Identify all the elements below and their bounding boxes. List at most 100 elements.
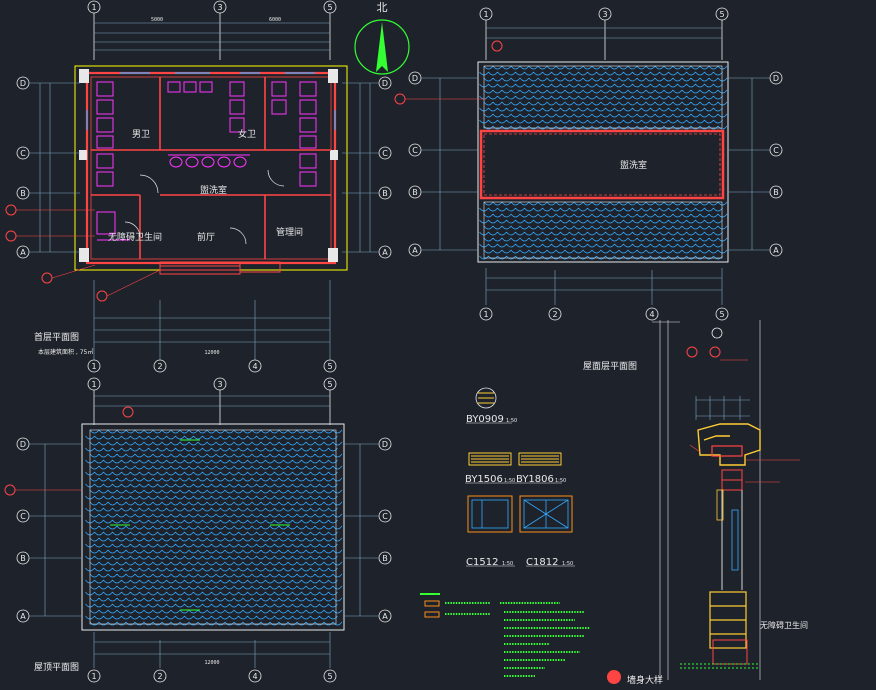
axis-C-right: C xyxy=(382,149,388,158)
grid-bubbles-left xyxy=(16,76,392,259)
dim-total-roof: 12000 xyxy=(204,660,219,666)
roof-axis-A-r: A xyxy=(382,612,388,621)
window-lines xyxy=(86,72,336,130)
ground-plan-note: 本层建筑面积 , 75㎡ xyxy=(38,348,93,356)
room-label-hall: 前厅 xyxy=(197,231,215,242)
roof-axis-5: 5 xyxy=(327,380,332,389)
win-by0909-scale: 1:50 xyxy=(506,418,517,424)
axis-D-right: D xyxy=(382,79,388,88)
wall-section: 墙身大样 无障碍卫生间 xyxy=(607,320,808,685)
roof-axis-B-r: B xyxy=(382,554,388,563)
win-c1512: C1512 xyxy=(466,557,498,568)
axis-A-right: A xyxy=(382,248,388,257)
win-by1806-scale: 1:50 xyxy=(555,478,566,484)
skylight-frame xyxy=(479,129,725,200)
room-label-accessible: 无障碍卫生间 xyxy=(108,231,162,242)
roof-axis-1: 1 xyxy=(91,380,96,389)
axis-3-top: 3 xyxy=(217,3,222,12)
win-by1506-scale: 1:50 xyxy=(504,478,515,484)
partitions xyxy=(91,77,331,259)
axis-B-left: B xyxy=(20,189,26,198)
dim-lines-bottom xyxy=(93,280,331,360)
sky-axis-B-r: B xyxy=(773,188,779,197)
roof-axis-D-l: D xyxy=(20,440,26,449)
wash-basins xyxy=(168,154,250,168)
notes-legend xyxy=(420,593,590,677)
sky-axis-3: 3 xyxy=(602,10,607,19)
grid-bubbles-top xyxy=(87,0,337,60)
skylight-room-label: 盥洗室 xyxy=(620,159,647,170)
roof-plan: 1 3 5 D C B A D C B A xyxy=(4,377,392,683)
win-c1812-scale: 1:50 xyxy=(562,561,573,567)
room-label-female: 女卫 xyxy=(238,128,256,139)
sky-axis-5-b: 5 xyxy=(719,310,724,319)
room-label-washroom: 盥洗室 xyxy=(200,184,227,195)
section-room-label: 无障碍卫生间 xyxy=(760,620,808,630)
skylight-plan-title: 屋面层平面图 xyxy=(583,361,637,371)
roof-axis-3: 3 xyxy=(217,380,222,389)
roof-axis-2-b: 2 xyxy=(157,672,162,681)
sky-axis-D-r: D xyxy=(773,74,779,83)
north-label: 北 xyxy=(377,1,388,14)
roof-axis-1-b: 1 xyxy=(91,672,96,681)
sky-axis-A-r: A xyxy=(773,246,779,255)
roof-plan-title: 屋顶平面图 xyxy=(34,662,79,672)
column-markers xyxy=(79,69,338,262)
sky-axis-B-l: B xyxy=(412,188,418,197)
ground-floor-plan: 1 3 5 5000 6000 xyxy=(5,0,392,373)
roof-axis-4-b: 4 xyxy=(252,672,257,681)
axis-C-left: C xyxy=(20,149,26,158)
roof-axis-B-l: B xyxy=(20,554,26,563)
win-by1506: BY1506 xyxy=(465,474,503,485)
sky-axis-1: 1 xyxy=(483,10,488,19)
axis-5-top: 5 xyxy=(327,3,332,12)
roof-axis-D-r: D xyxy=(382,440,388,449)
window-details: BY0909 1:50 BY1506 1:50 BY1806 1:50 C151… xyxy=(465,387,575,568)
axis-1-top: 1 xyxy=(91,3,96,12)
dim-total-ground: 12000 xyxy=(204,350,219,356)
sky-axis-1-b: 1 xyxy=(483,310,488,319)
roof-axis-C-l: C xyxy=(20,512,26,521)
sky-axis-5: 5 xyxy=(719,10,724,19)
win-c1812: C1812 xyxy=(526,557,558,568)
sky-axis-C-l: C xyxy=(412,146,418,155)
tile-field-upper xyxy=(479,65,728,130)
sky-axis-A-l: A xyxy=(412,246,418,255)
axis-5-bottom: 5 xyxy=(327,362,332,371)
sky-axis-2-b: 2 xyxy=(552,310,557,319)
ground-callouts xyxy=(5,204,161,302)
door-swings xyxy=(124,169,285,245)
axis-A-left: A xyxy=(20,248,26,257)
win-by0909: BY0909 xyxy=(466,414,504,425)
axis-4-bottom: 4 xyxy=(252,362,257,371)
wall-section-title: 墙身大样 xyxy=(627,674,663,685)
skylight-plan: 1 3 5 盥洗室 D C B A D C B A xyxy=(394,7,783,371)
win-by1806: BY1806 xyxy=(516,474,554,485)
roof-axis-A-l: A xyxy=(20,612,26,621)
axis-1-bottom: 1 xyxy=(91,362,96,371)
sky-axis-4-b: 4 xyxy=(649,310,654,319)
sky-axis-C-r: C xyxy=(773,146,779,155)
room-label-manager: 管理间 xyxy=(276,226,303,237)
female-stalls xyxy=(271,81,317,187)
sky-axis-D-l: D xyxy=(412,74,418,83)
tile-field-lower xyxy=(479,201,728,260)
accessible-fixtures xyxy=(96,211,130,241)
axis-D-left: D xyxy=(20,79,26,88)
roof-axis-5-b: 5 xyxy=(327,672,332,681)
room-label-male: 男卫 xyxy=(132,129,150,139)
axis-B-right: B xyxy=(382,189,388,198)
grid-bubbles-bottom xyxy=(87,359,337,373)
dim-lines-top xyxy=(94,22,330,51)
dim-top-a: 5000 xyxy=(151,17,163,23)
roof-tile-field xyxy=(85,429,343,626)
entrance-steps xyxy=(159,261,281,275)
dim-lines-side xyxy=(29,82,379,253)
ground-plan-title: 首层平面图 xyxy=(34,331,79,342)
axis-2-bottom: 2 xyxy=(157,362,162,371)
north-arrow: 北 xyxy=(354,1,410,75)
roof-axis-C-r: C xyxy=(382,512,388,521)
male-stalls xyxy=(96,81,245,187)
